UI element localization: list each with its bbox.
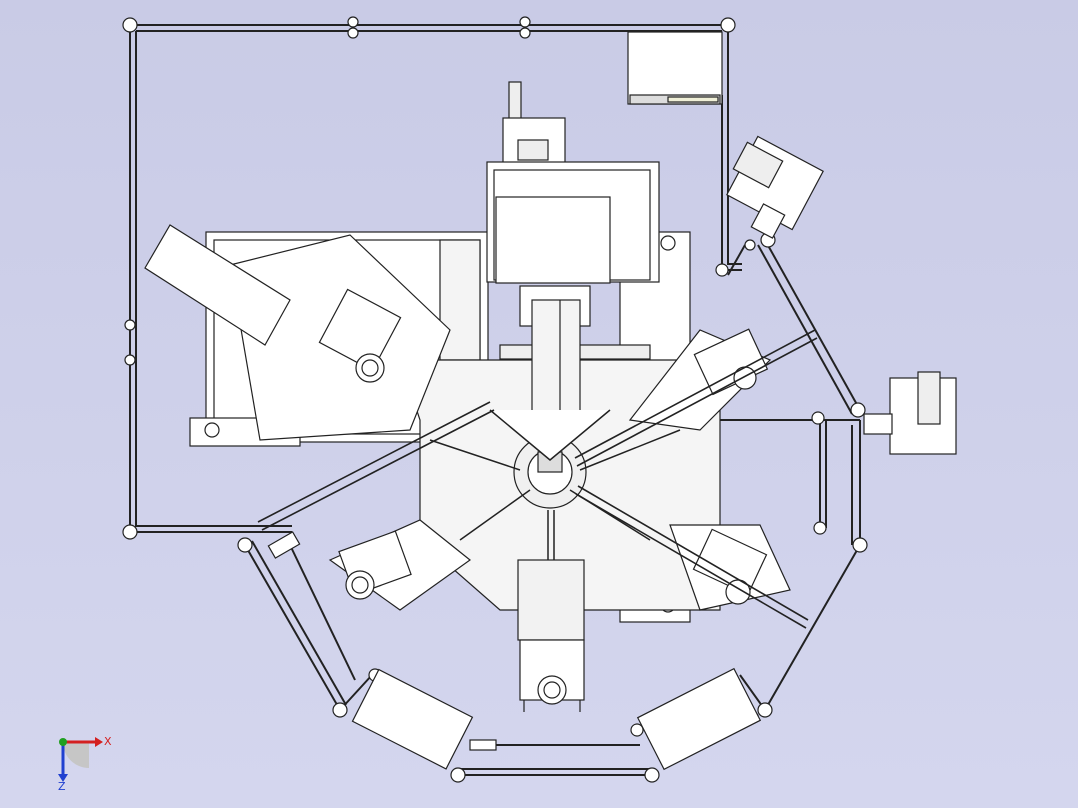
- lower-left-station: [328, 519, 471, 611]
- z-axis-label: Z: [58, 780, 66, 793]
- cage-joint-knobs: [237, 232, 868, 783]
- lower-guard-cage: [244, 239, 861, 776]
- upper-left-station: [144, 224, 451, 441]
- bottom-station: [517, 559, 585, 712]
- x-axis-label: X: [104, 735, 112, 748]
- control-box-top: [627, 31, 723, 105]
- right-upper-station: [628, 328, 772, 431]
- panel-right: [863, 371, 957, 455]
- panel-bottom-left: [351, 668, 474, 770]
- top-station: [486, 81, 660, 421]
- frame-joint-knobs: [122, 16, 736, 540]
- panel-bottom-right: [636, 667, 762, 771]
- panel-upper-right: [726, 135, 824, 239]
- rotary-hub: [513, 435, 587, 509]
- diagonal-rail-left: [257, 401, 495, 531]
- coordinate-triad: X Z: [58, 735, 112, 793]
- bracket-bottom: [469, 739, 497, 751]
- lower-right-station: [669, 524, 791, 611]
- diagonal-rail-right: [574, 329, 818, 629]
- bracket-left: [267, 531, 301, 559]
